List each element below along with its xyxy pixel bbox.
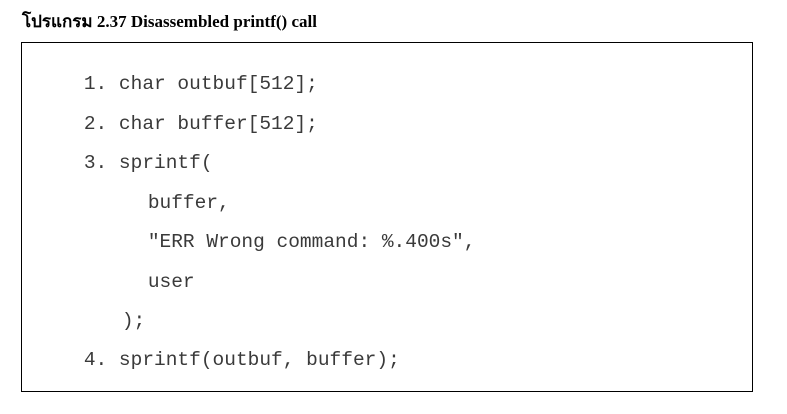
line-text: char outbuf[512]; [118, 73, 318, 95]
line-number: 4. [83, 349, 108, 371]
line-text: sprintf(outbuf, buffer); [118, 349, 400, 371]
code-line-arg-user: user [101, 249, 195, 315]
line-number: 1. [83, 73, 108, 95]
line-text: "ERR Wrong command: %.400s", [147, 231, 476, 253]
line-text: buffer, [147, 192, 230, 214]
line-text: ); [121, 310, 146, 332]
code-line-2: 2. char buffer[512]; [37, 91, 318, 157]
code-line-4: 4. sprintf(outbuf, buffer); [37, 327, 400, 393]
line-number: 2. [83, 113, 108, 135]
line-text: char buffer[512]; [118, 113, 318, 135]
listing-caption: โปรแกรม 2.37 Disassembled printf() call [22, 12, 317, 31]
code-line-1: 1. char outbuf[512]; [37, 51, 318, 117]
code-listing-box: 1. char outbuf[512]; 2. char buffer[512]… [21, 42, 753, 392]
code-line-3: 3. sprintf( [37, 130, 213, 196]
code-line-arg-format: "ERR Wrong command: %.400s", [101, 209, 476, 275]
line-number: 3. [83, 152, 108, 174]
line-text: sprintf( [118, 152, 213, 174]
code-line-close: ); [75, 288, 145, 354]
code-line-arg-buffer: buffer, [101, 170, 230, 236]
line-text: user [147, 271, 195, 293]
